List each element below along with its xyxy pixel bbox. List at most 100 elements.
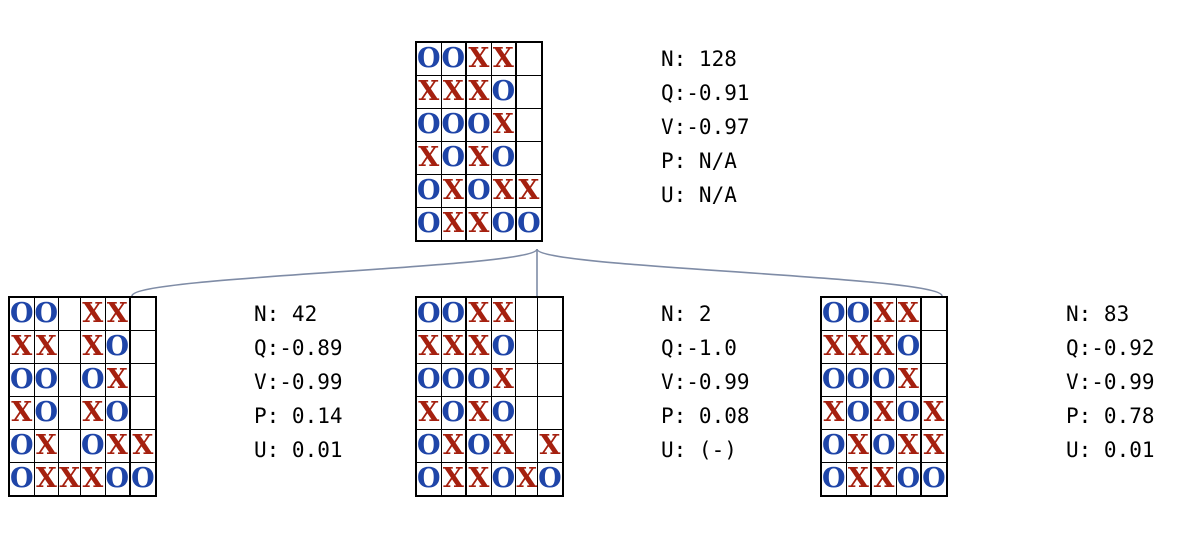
o-piece: O: [415, 108, 442, 142]
o-piece: O: [466, 363, 492, 397]
child-3-visit-count: N: 83: [1066, 302, 1130, 326]
x-piece: X: [466, 141, 492, 175]
x-piece: X: [845, 429, 872, 463]
empty-cell: [130, 296, 157, 331]
o-piece: O: [490, 141, 517, 175]
o-piece: O: [895, 462, 922, 497]
edge-root-to-child-1: [131, 248, 538, 297]
x-piece: X: [415, 75, 442, 109]
child-3-prior: P: 0.78: [1066, 404, 1155, 428]
x-piece: X: [820, 396, 847, 430]
o-piece: O: [895, 330, 922, 364]
x-piece: X: [845, 462, 872, 497]
child-2-visit-count: N: 2: [661, 302, 712, 326]
empty-cell: [537, 396, 564, 430]
empty-cell: [516, 141, 543, 175]
empty-cell: [516, 108, 543, 142]
x-piece: X: [895, 363, 922, 397]
child-1-stats: N: 42 Q:-0.89 V:-0.99 P: 0.14 U: 0.01: [254, 297, 343, 467]
o-piece: O: [80, 429, 106, 463]
empty-cell: [516, 41, 543, 76]
o-piece: O: [104, 396, 131, 430]
empty-cell: [870, 429, 873, 463]
o-piece: O: [33, 396, 60, 430]
x-piece: X: [871, 330, 897, 364]
o-piece: O: [415, 462, 442, 497]
o-piece: O: [466, 174, 492, 208]
o-piece: O: [820, 462, 847, 497]
x-piece: X: [537, 429, 564, 463]
empty-cell: [870, 462, 873, 497]
o-piece: O: [440, 396, 467, 430]
o-piece: O: [415, 207, 442, 242]
child-3-q-value: Q:-0.92: [1066, 336, 1155, 360]
child-2-prior: P: 0.08: [661, 404, 750, 428]
x-piece: X: [466, 396, 492, 430]
o-piece: O: [490, 75, 517, 109]
x-piece: X: [871, 396, 897, 430]
child-3-v-value: V:-0.99: [1066, 370, 1155, 394]
x-piece: X: [440, 75, 467, 109]
x-piece: X: [8, 330, 35, 364]
o-piece: O: [820, 296, 847, 331]
x-piece: X: [895, 429, 922, 463]
o-piece: O: [440, 363, 467, 397]
child-2-stats: N: 2 Q:-1.0 V:-0.99 P: 0.08 U: (-): [661, 297, 750, 467]
o-piece: O: [845, 396, 872, 430]
o-piece: O: [8, 363, 35, 397]
o-piece: O: [490, 330, 517, 364]
empty-cell: [465, 207, 468, 242]
x-piece: X: [104, 296, 131, 331]
x-piece: X: [33, 330, 60, 364]
o-piece: O: [490, 396, 517, 430]
x-piece: X: [80, 296, 106, 331]
child-3-ucb: U: 0.01: [1066, 438, 1155, 462]
empty-cell: [515, 429, 539, 463]
x-piece: X: [80, 462, 106, 497]
empty-cell: [515, 296, 539, 331]
o-piece: O: [537, 462, 564, 497]
x-piece: X: [415, 330, 442, 364]
x-piece: X: [415, 396, 442, 430]
o-piece: O: [845, 363, 872, 397]
empty-cell: [537, 363, 564, 397]
root-ucb: U: N/A: [661, 183, 737, 207]
o-piece: O: [440, 41, 467, 76]
o-piece: O: [921, 462, 948, 497]
x-piece: X: [490, 174, 517, 208]
empty-cell: [515, 363, 539, 397]
x-piece: X: [33, 429, 60, 463]
empty-cell: [516, 75, 543, 109]
empty-cell: [515, 330, 539, 364]
empty-cell: [130, 330, 157, 364]
empty-cell: [537, 330, 564, 364]
o-piece: O: [415, 363, 442, 397]
empty-cell: [537, 296, 564, 331]
x-piece: X: [921, 429, 948, 463]
empty-cell: [921, 330, 948, 364]
x-piece: X: [490, 296, 517, 331]
o-piece: O: [440, 296, 467, 331]
x-piece: X: [80, 330, 106, 364]
o-piece: O: [440, 141, 467, 175]
child-1-prior: P: 0.14: [254, 404, 343, 428]
x-piece: X: [466, 462, 492, 497]
empty-cell: [130, 396, 157, 430]
child-3-stats: N: 83 Q:-0.92 V:-0.99 P: 0.78 U: 0.01: [1066, 297, 1155, 467]
